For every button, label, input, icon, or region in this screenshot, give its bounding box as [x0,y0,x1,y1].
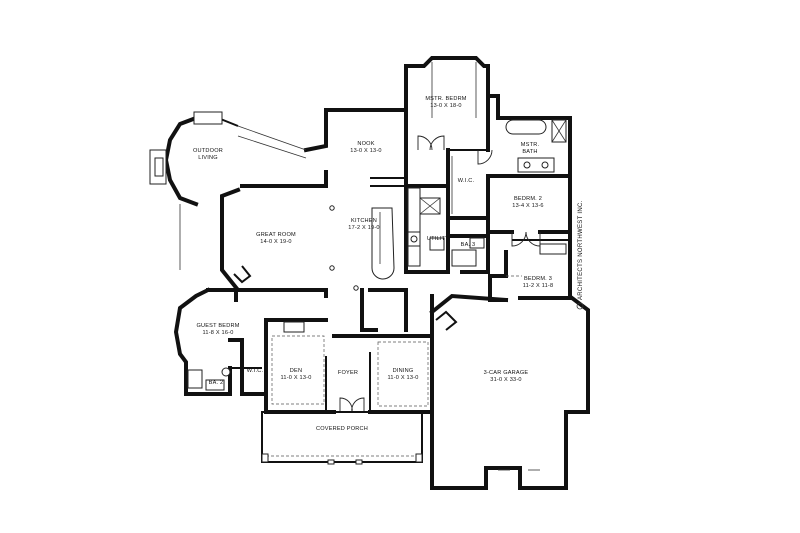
garage-walls [429,293,590,490]
label-mstr-bath: MSTR.BATH [521,142,540,155]
label-utility: UTILITY [427,236,449,242]
master-suite-walls [404,56,572,220]
label-wic-master: W.I.C. [458,178,475,184]
label-ba-3: BA. 3 [461,242,476,248]
label-covered-porch: COVERED PORCH [316,426,368,432]
outdoor-great-room-walls [149,111,359,298]
front-rooms-walls [264,288,434,414]
nook-kitchen-walls [303,108,450,280]
label-wic-guest: W.I.C. [247,368,264,374]
svg-text:ARCHITECTS NORTHWEST INC.: ARCHITECTS NORTHWEST INC. [578,200,584,300]
architect-credit: ARCHITECTS NORTHWEST INC. [576,200,584,310]
covered-porch-walls [261,411,423,465]
label-foyer: FOYER [338,370,358,376]
label-ba-2: BA. 2 [209,380,224,386]
guest-suite-walls [173,287,268,396]
